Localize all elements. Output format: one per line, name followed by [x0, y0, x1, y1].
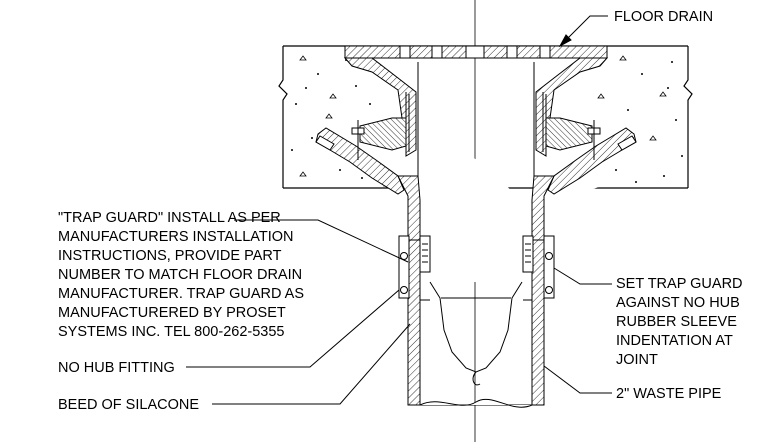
- waste-pipe: [407, 239, 545, 406]
- aggregate-mark: [291, 149, 293, 151]
- aggregate-mark: [641, 73, 643, 75]
- aggregate-mark: [667, 87, 669, 89]
- trap-guard-note-line-3: INSTRUCTIONS, PROVIDE PART: [58, 248, 282, 264]
- aggregate-mark: [663, 175, 665, 177]
- waste-pipe-label: 2" WASTE PIPE: [616, 386, 722, 402]
- aggregate-mark: [681, 155, 683, 157]
- floor-drain-body: [315, 45, 637, 405]
- aggregate-mark: [659, 91, 667, 97]
- set-trap-guard-note-line-4: INDENTATION AT: [616, 333, 733, 349]
- set-trap-guard-note-line-5: JOINT: [616, 352, 658, 368]
- aggregate-mark: [295, 103, 297, 105]
- aggregate-mark: [635, 181, 637, 183]
- floor-drain-label: FLOOR DRAIN: [614, 9, 713, 25]
- aggregate-mark: [361, 177, 363, 179]
- set-trap-guard-note-line-1: SET TRAP GUARD: [616, 276, 743, 292]
- trap-guard-note-line-6: MANUFACTURERED BY PROSET: [58, 305, 286, 321]
- leader-lines: [186, 15, 612, 405]
- no-hub-fitting-label: NO HUB FITTING: [58, 360, 175, 376]
- trap-guard-note-line-5: MANUFACTURER. TRAP GUARD AS: [58, 286, 304, 302]
- aggregate-mark: [305, 87, 307, 89]
- aggregate-mark: [597, 93, 605, 99]
- set-trap-guard-note-line-2: AGAINST NO HUB: [616, 295, 740, 311]
- trap-guard-note-line-4: NUMBER TO MATCH FLOOR DRAIN: [58, 267, 302, 283]
- aggregate-mark: [339, 169, 341, 171]
- aggregate-mark: [615, 169, 617, 171]
- concrete-slab: [278, 45, 693, 189]
- aggregate-mark: [627, 109, 629, 111]
- aggregate-mark: [325, 113, 333, 119]
- trap-guard: [419, 281, 533, 408]
- aggregate-mark: [675, 119, 677, 121]
- trap-guard-note-line-7: SYSTEMS INC. TEL 800-262-5355: [58, 324, 284, 340]
- trap-guard-note-line-1: "TRAP GUARD" INSTALL AS PER: [58, 210, 281, 226]
- no-hub-fitting: [398, 235, 555, 299]
- aggregate-mark: [317, 73, 319, 75]
- trap-guard-note-line-2: MANUFACTURERS INSTALLATION: [58, 229, 294, 245]
- aggregate-mark: [299, 171, 307, 177]
- aggregate-mark: [311, 137, 313, 139]
- aggregate-mark: [355, 85, 357, 87]
- aggregate-mark: [329, 93, 337, 99]
- aggregate-mark: [369, 103, 371, 105]
- aggregate-mark: [299, 55, 307, 61]
- set-trap-guard-note-line-3: RUBBER SLEEVE: [616, 314, 737, 330]
- aggregate-mark: [649, 135, 657, 141]
- bead-of-silicone-label: BEED OF SILACONE: [58, 397, 199, 413]
- aggregate-mark: [671, 61, 673, 63]
- aggregate-mark: [619, 55, 627, 61]
- concrete-aggregate: [291, 55, 683, 187]
- callout-labels: FLOOR DRAIN "TRAP GUARD" INSTALL AS PER …: [58, 9, 743, 413]
